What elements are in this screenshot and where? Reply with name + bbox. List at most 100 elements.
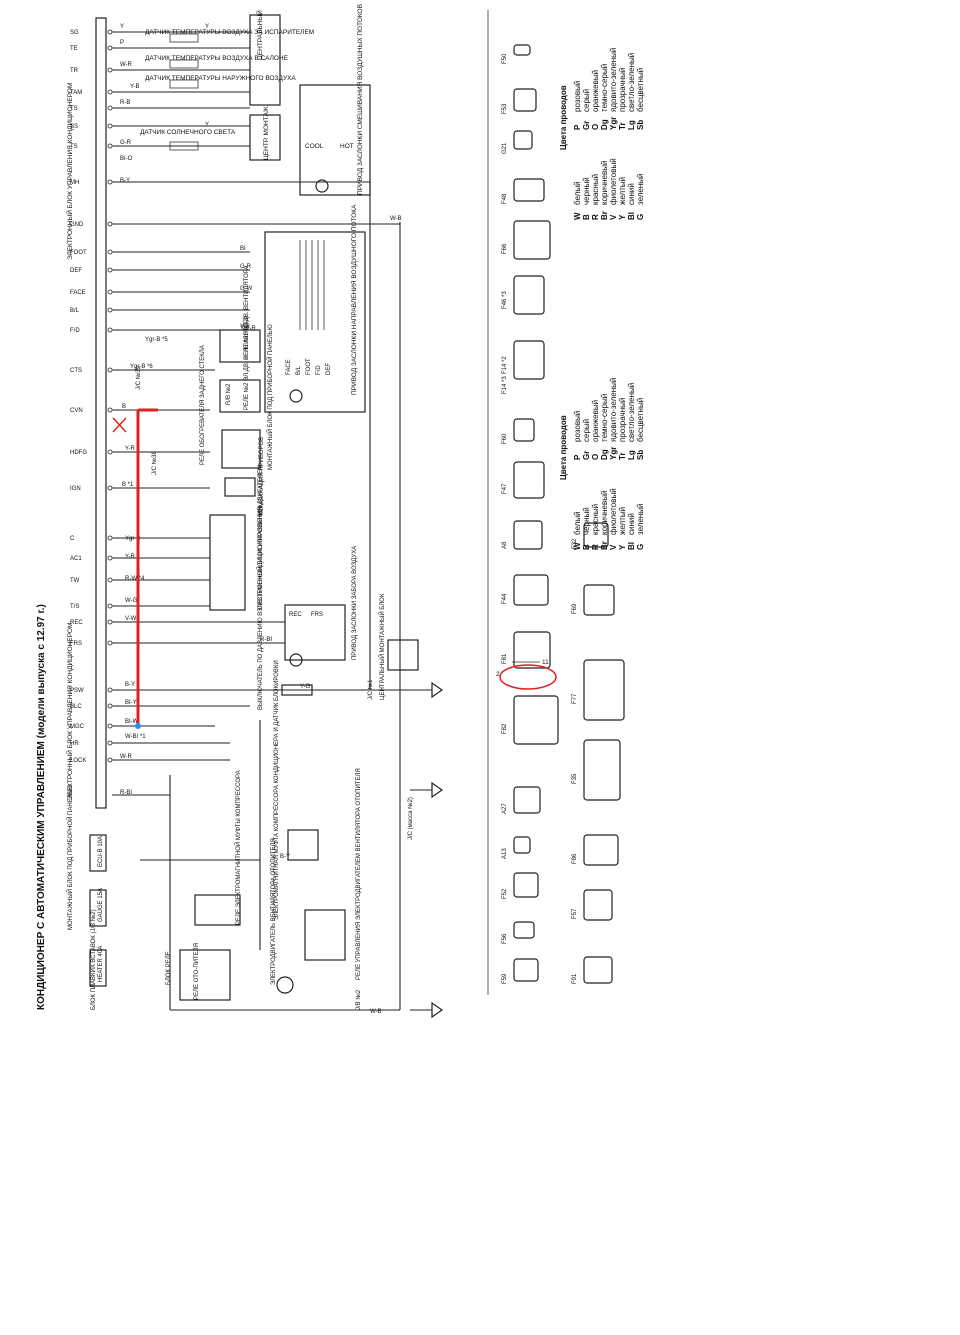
fan-relay-1 (219, 329, 261, 363)
legend-code: Lg (627, 120, 636, 130)
wire-color-label: BI-Y (125, 700, 137, 706)
connector-id-label: F91 (572, 973, 578, 984)
junction-label: J/C №39 (135, 366, 142, 390)
blower-motor-label: ЭЛЕКТРОДВИГАТЕЛЬ ВЕНТИЛЯТОРА ОТОПИТЕЛЯ (271, 838, 277, 985)
pin-terminal (107, 687, 113, 693)
wire-color-label: Ygr-B *6 (130, 364, 153, 370)
pin-terminal (107, 449, 113, 455)
connector-housing (513, 88, 537, 112)
pin-terminal (107, 603, 113, 609)
connector-id-label: F35 (572, 773, 578, 784)
ecu-pin-label: DEF (70, 268, 82, 274)
wire-color-label: Y-B (130, 84, 139, 90)
intake-motor-icon (289, 653, 303, 667)
connector-housing (583, 889, 613, 921)
ecu-pin-label: TE (70, 46, 78, 52)
wire-color-label: W-BI *1 (125, 734, 146, 740)
ip-junction-block-label: МОНТАЖНЫЙ БЛОК ПОД ПРИБОРНОЙ ПАНЕЛЬЮ (266, 324, 274, 470)
wire-color-label: W-B (370, 1009, 382, 1015)
pressure-switch-label: ВЫКЛЮЧАТЕЛЬ ПО ДАВЛЕНИЮ В СИСТЕМЕ КОНДИЦ… (258, 507, 264, 710)
ecu-pin-label: SG (70, 30, 79, 36)
connector-housing (513, 574, 549, 606)
wire-color-label: B-Y (120, 178, 130, 184)
legend-code: V (609, 214, 618, 220)
connector-housing (513, 958, 539, 982)
ground-icon (431, 781, 444, 799)
fuse (89, 889, 107, 927)
sensor-cabin-label: ДАТЧИК ТЕМПЕРАТУРЫ ВОЗДУХА В САЛОНЕ (145, 55, 289, 62)
connector-housing (513, 178, 545, 202)
ecu-pin-label: TS (70, 106, 78, 112)
wire-color-label: Y-R (240, 324, 250, 330)
legend-name: белый (573, 181, 582, 205)
fan-relay-1-label: РЕЛЕ №1 ЭЛ.ДВ. ВЕНТИЛЯТОРА (243, 266, 250, 360)
pin-terminal (107, 723, 113, 729)
ecu-pin-label: MH (70, 180, 79, 186)
legend-name: темно-серый (600, 394, 609, 442)
ecu-pin-label: TAM (70, 90, 82, 96)
ecu-pin-label: FOOT (70, 250, 87, 256)
connector-housing (513, 220, 551, 260)
legend-code: Gr (582, 451, 591, 460)
junction-label: J/C №1 (367, 679, 374, 700)
pin-terminal (107, 45, 113, 51)
pin-terminal (107, 29, 113, 35)
wire-color-label: R-BI (120, 790, 132, 796)
connector-housing (583, 739, 621, 801)
mode-label: B/L (296, 365, 302, 375)
callout-pin-11: 11 (542, 659, 549, 666)
ecu-pin-label: TR (70, 68, 79, 74)
legend-code: B (582, 544, 591, 550)
ecu-label: ЭЛЕКТРОННЫЙ БЛОК УПРАВЛЕНИЯ КОНДИЦИОНЕРО… (65, 623, 74, 800)
rear-defog-relay (221, 429, 261, 469)
legend-code: Ygr (609, 447, 618, 460)
ecu-pin-label: CTS (70, 368, 82, 374)
legend-code: V (609, 544, 618, 550)
legend-code: Gr (582, 121, 591, 130)
compressor-relay (194, 894, 241, 926)
compressor-relay-label: РЕЛЕ ЭЛЕКТРОМАГНИТНОЙ МУФТЫ КОМПРЕССОРА (234, 770, 242, 925)
legend-name: фиолетовый (609, 488, 618, 535)
ecu-pin-label: HR (70, 741, 79, 747)
connector-id-label: A13 (502, 848, 508, 859)
legend-name: красный (591, 174, 600, 205)
legend-name: желтый (618, 177, 627, 205)
connector-housing (513, 695, 559, 745)
legend-code: G (636, 544, 645, 550)
connector-id-label: F44 (502, 593, 508, 604)
junction-label: J/C (масса №2) (407, 797, 414, 840)
actuator-motor-icon (315, 179, 329, 193)
wire-color-label: V-W (125, 616, 137, 622)
wire-color-label: G-R (240, 264, 252, 270)
blower-control-relay (304, 909, 346, 961)
cool-label: COOL (305, 143, 324, 150)
wire-color-label: B (122, 404, 126, 410)
legend-code: O (591, 454, 600, 460)
wire-color-label: BI-W (125, 719, 139, 725)
hot-label: HOT (340, 143, 354, 150)
pin-terminal (107, 249, 113, 255)
connector-housing (513, 520, 543, 550)
connector-id-label: F52 (502, 888, 508, 899)
connector-housing (583, 584, 615, 616)
ip-jb-bottom-label: МОНТАЖНЫЙ БЛОК ПОД ПРИБОРНОЙ ПАНЕЛЬЮ (66, 784, 74, 930)
legend-code: P (573, 124, 582, 130)
wire-color-label: W-G (125, 598, 138, 604)
ecu-pin-label: C (70, 536, 75, 542)
pin-terminal (107, 407, 113, 413)
connector-id-label: F48 (502, 193, 508, 204)
central-junction-block-right (387, 639, 419, 671)
central-junction-block-mid (249, 114, 281, 161)
connector-housing (513, 921, 535, 939)
legend-code: Dg (600, 449, 609, 460)
wire-color-label: B-Y (280, 854, 290, 860)
ecu-pin-label: HDFG (70, 450, 87, 456)
connector-id-label: F46 *3 (502, 291, 508, 309)
compressor-clutch-label: ЭЛЕКТРОМАГНИТНАЯ МУФТА КОМПРЕССОРА КОНДИ… (274, 660, 280, 920)
ecu-pin-label: TW (70, 578, 80, 584)
legend-name: коричневый (600, 161, 609, 205)
legend-name: желтый (618, 507, 627, 535)
junction-label: J/C №38 (151, 451, 158, 475)
fan-relay-2-label: РЕЛЕ №2 ЭЛ.ДВ. ВЕНТИЛЯТОРА (243, 316, 250, 410)
